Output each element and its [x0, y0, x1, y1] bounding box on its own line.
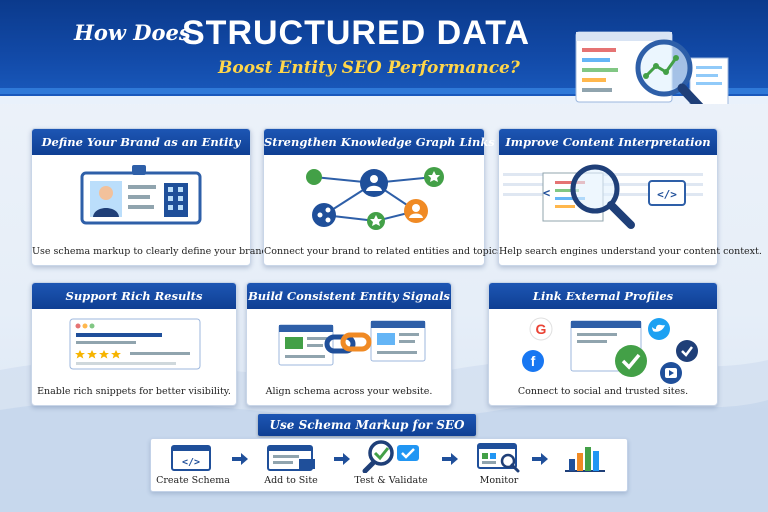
bar-chart-icon — [565, 447, 605, 472]
magnifier-chart-icon — [575, 31, 729, 104]
card-external-profiles: Link External Profiles G f Connect to so… — [488, 282, 718, 406]
card-caption: Use schema markup to clearly define your… — [32, 246, 268, 257]
card-knowledge-graph: Strengthen Knowledge Graph Links Connect… — [263, 128, 505, 266]
header-stripe — [0, 88, 768, 94]
card-rich-results: Support Rich Results Enable rich snippet… — [31, 282, 237, 406]
code-icon: </> — [171, 445, 211, 471]
card-caption: Align schema across your website. — [265, 386, 433, 397]
magnifier-check-icon — [362, 440, 419, 473]
step-label-create-schema: Create Schema — [156, 475, 230, 486]
svg-text:<: < — [543, 186, 550, 200]
arrow-right-icon — [532, 453, 548, 465]
subtitle: Boost Entity SEO Performance? — [218, 58, 520, 78]
svg-text:G: G — [536, 321, 547, 337]
card-caption: Connect your brand to related entities a… — [264, 246, 505, 257]
rich-snippet-icon — [69, 318, 201, 370]
card-caption: Enable rich snippets for better visibili… — [37, 386, 231, 397]
card-title: Build Consistent Entity Signals — [247, 283, 451, 309]
process-title: Use Schema Markup for SEO — [258, 414, 476, 436]
card-title: Improve Content Interpretation — [499, 129, 717, 155]
card-title: Support Rich Results — [32, 283, 236, 309]
card-title: Strengthen Knowledge Graph Links — [264, 129, 495, 155]
title-prefix: How Does — [74, 20, 191, 45]
brand-id-card-icon — [80, 165, 202, 225]
code-magnifier-icon: < </> — [503, 164, 703, 229]
social-profiles-icon: G f — [522, 317, 698, 384]
svg-text:</>: </> — [657, 188, 677, 201]
arrow-right-icon — [334, 453, 350, 465]
step-label-add-to-site: Add to Site — [264, 475, 318, 486]
process-strip: </> Create Schema Add to Site Test & Val… — [150, 438, 628, 492]
card-content-interpretation: Improve Content Interpretation < </> Hel… — [498, 128, 762, 266]
chain-link-icon — [278, 320, 426, 366]
header-banner: How Does STRUCTURED DATA Boost Entity SE… — [0, 0, 768, 104]
card-caption: Help search engines understand your cont… — [499, 246, 762, 257]
browser-add-icon — [267, 445, 315, 471]
svg-text:</>: </> — [182, 457, 200, 468]
card-title: Define Your Brand as an Entity — [32, 129, 250, 155]
card-consistent-signals: Build Consistent Entity Signals Align sc… — [246, 282, 452, 406]
arrow-right-icon — [232, 453, 248, 465]
step-label-monitor: Monitor — [479, 475, 519, 486]
card-title: Link External Profiles — [489, 283, 717, 309]
knowledge-graph-icon — [306, 167, 444, 230]
card-caption: Connect to social and trusted sites. — [517, 386, 689, 397]
card-define-brand: Define Your Brand as an Entity Use schem… — [31, 128, 268, 266]
svg-text:f: f — [531, 353, 536, 369]
header-stripe-light — [0, 96, 768, 104]
title-main: STRUCTURED DATA — [182, 14, 531, 52]
monitor-dashboard-icon — [477, 443, 520, 473]
step-label-test-validate: Test & Validate — [354, 475, 428, 486]
arrow-right-icon — [442, 453, 458, 465]
